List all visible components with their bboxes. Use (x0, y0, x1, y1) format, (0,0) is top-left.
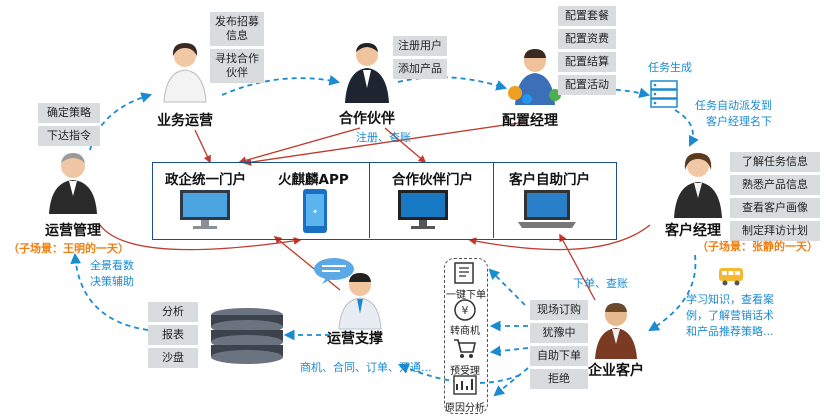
arrow-business-to-portal (194, 129, 211, 164)
role-partner: 合作伙伴 (339, 111, 395, 127)
arrow-business-to-partner (221, 74, 341, 96)
ops-mgmt-tags: 确定策略 下达指令 (38, 103, 100, 146)
chat-bubble-icon (314, 258, 354, 284)
arrow-cm-to-customer (648, 254, 697, 332)
label-order-query: 下单、查账 (573, 277, 628, 290)
tag-analysis: 分析 (148, 302, 198, 322)
portal-gov[interactable]: 政企统一门户 (165, 172, 246, 188)
svg-text:✦: ✦ (312, 208, 318, 216)
partner-avatar (345, 43, 389, 103)
tag-determine-strategy: 确定策略 (38, 103, 100, 123)
arrow-ops-to-business (89, 92, 153, 151)
tag-plan-visit: 制定拜访计划 (730, 221, 820, 241)
tag-find-partner: 寻找合作 伙伴 (210, 49, 264, 83)
label-learn: 学习知识，查看案 例，了解营销话术 和产品推荐策略... (686, 293, 774, 338)
mobile-phone-icon: ✦ (303, 189, 327, 233)
tag-config-activity: 配置活动 (558, 75, 616, 95)
role-enterprise-customer: 企业客户 (588, 363, 644, 379)
tag-issue-command: 下达指令 (38, 126, 100, 146)
portal-self-service[interactable]: 客户自助门户 (509, 172, 590, 188)
role-customer-manager: 客户经理 (665, 223, 721, 239)
tag-config-settlement: 配置结算 (558, 52, 616, 72)
tag-config-tariff: 配置资费 (558, 29, 616, 49)
partner-tags: 注册用户 添加产品 (393, 36, 447, 79)
label-task-generate: 任务生成 (648, 61, 692, 74)
arrow-ops-curve (99, 224, 302, 251)
tag-know-product: 熟悉产品信息 (730, 175, 820, 195)
tag-reject: 拒绝 (530, 369, 588, 389)
config-manager-avatar (508, 49, 561, 105)
yuan-coin-icon[interactable]: ¥ (452, 298, 478, 322)
server-icon (650, 80, 678, 108)
action-to-opportunity[interactable]: 转商机 (450, 326, 480, 337)
business-ops-avatar (163, 43, 207, 103)
label-data-flow: 商机、合同、订单、开通... (300, 361, 432, 374)
tag-self-order: 自助下单 (530, 346, 588, 366)
ops-support-avatar (338, 273, 382, 330)
arrow-partner-to-config (397, 76, 508, 91)
cart-icon[interactable] (452, 336, 478, 360)
bus-icon (719, 268, 743, 286)
portal-container (152, 162, 617, 240)
tag-sandbox: 沙盘 (148, 348, 198, 368)
tag-report: 报表 (148, 325, 198, 345)
action-reason-analysis[interactable]: 原因分析 (445, 403, 485, 414)
arrow-cm-curve (468, 224, 651, 251)
one-click-order-icon[interactable] (452, 262, 478, 284)
arrow-customer-to-selfportal (559, 233, 596, 301)
label-task-dispatch: 任务自动派发到 客户经理名下 (695, 99, 772, 128)
customer-manager-tags: 了解任务信息 熟悉产品信息 查看客户画像 制定拜访计划 (730, 152, 820, 241)
tag-add-product: 添加产品 (393, 59, 447, 79)
action-pre-accept[interactable]: 预受理 (450, 366, 480, 377)
windows-monitor-icon (398, 190, 448, 229)
cm-scene-label: （子场景：张静的一天） (697, 240, 818, 253)
arrow-config-to-portal (243, 121, 526, 166)
business-ops-tags: 发布招募 信息 寻找合作 伙伴 (210, 12, 264, 83)
label-dashboard: 全景看数 决策辅助 (90, 259, 134, 288)
arrow-db-to-ops (70, 252, 149, 331)
arrow-task-to-cm (674, 109, 699, 147)
action-column (444, 258, 488, 414)
tag-hesitating: 犹豫中 (530, 323, 588, 343)
action-one-click-order[interactable]: 一键下单 (446, 290, 486, 301)
ops-management-avatar (49, 153, 97, 214)
tag-config-package: 配置套餐 (558, 6, 616, 26)
role-config-manager: 配置经理 (502, 113, 558, 129)
enterprise-customer-avatar (595, 303, 637, 359)
ops-scene-label: （子场景：王明的一天） (8, 242, 129, 255)
arrow-support-to-portal (273, 236, 341, 291)
role-ops-support: 运营支撑 (327, 331, 383, 347)
enterprise-customer-tags: 现场订购 犹豫中 自助下单 拒绝 (530, 300, 588, 389)
laptop-icon (518, 190, 576, 228)
tag-publish-recruit: 发布招募 信息 (210, 12, 264, 46)
database-icon (211, 308, 283, 364)
ops-support-tags: 分析 报表 沙盘 (148, 302, 198, 368)
config-manager-tags: 配置套餐 配置资费 配置结算 配置活动 (558, 6, 616, 95)
desktop-monitor-icon (180, 190, 230, 229)
customer-manager-avatar (674, 153, 722, 218)
tag-view-profile: 查看客户画像 (730, 198, 820, 218)
portal-app[interactable]: 火麒麟APP (278, 172, 349, 188)
arrow-partner-to-portal (238, 127, 361, 165)
portal-partner[interactable]: 合作伙伴门户 (392, 172, 473, 188)
label-register-query: 注册、查账 (356, 131, 411, 144)
reason-analysis-icon[interactable] (452, 374, 478, 396)
role-business-ops: 业务运营 (157, 113, 213, 129)
tag-register-user: 注册用户 (393, 36, 447, 56)
role-ops-management: 运营管理 (45, 223, 101, 239)
tag-understand-task: 了解任务信息 (730, 152, 820, 172)
svg-text:¥: ¥ (462, 304, 469, 317)
tag-onsite-order: 现场订购 (530, 300, 588, 320)
